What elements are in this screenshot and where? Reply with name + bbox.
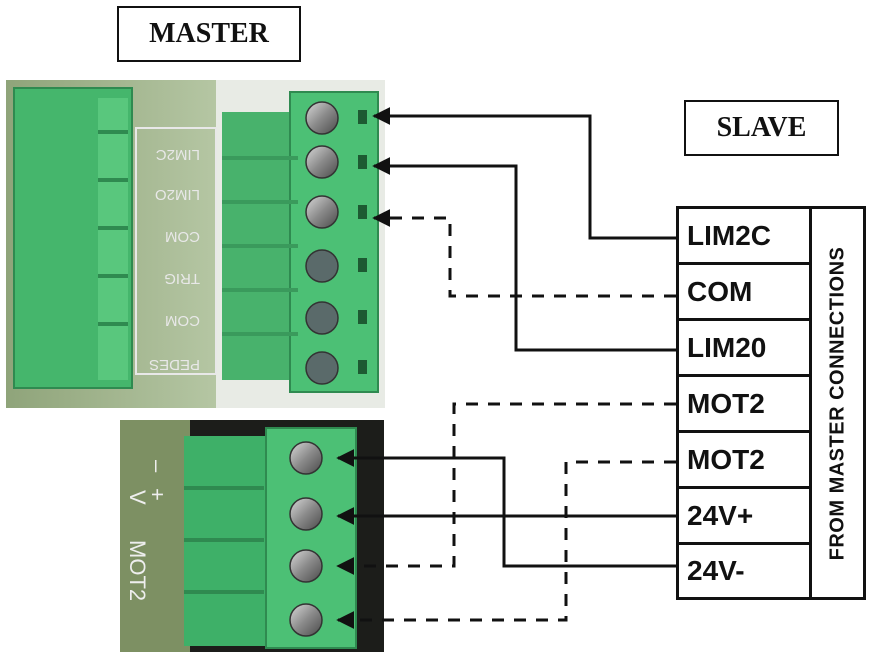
photo-label-minus: – xyxy=(145,460,170,473)
terminal-mot2-b: MOT2 xyxy=(679,433,812,489)
wire-24v-minus xyxy=(336,449,676,568)
slave-title: SLAVE xyxy=(684,100,839,156)
photo-label-com: COM xyxy=(165,228,200,245)
wire-lim2c xyxy=(372,107,676,240)
terminal-24v-minus: 24V- xyxy=(679,545,812,597)
upper-screws xyxy=(305,101,339,385)
wire-mot2-a xyxy=(336,402,676,575)
photo-label-pedes: PEDES xyxy=(149,356,200,373)
master-title: MASTER xyxy=(117,6,301,62)
upper-photo-labels: LIM2C LIM2O COM TRIG COM PEDES xyxy=(149,146,200,373)
terminal-24v-plus: 24V+ xyxy=(679,489,812,545)
from-master-connections-label: FROM MASTER CONNECTIONS xyxy=(826,246,848,560)
wire-mot2-b xyxy=(336,460,676,629)
lower-screws xyxy=(289,441,323,637)
photo-label-com-2: COM xyxy=(165,312,200,329)
upper-connector-photo: LIM2C LIM2O COM TRIG COM PEDES xyxy=(6,80,385,408)
photo-label-v: V xyxy=(125,490,150,505)
photo-label-lim2c: LIM2C xyxy=(156,146,200,163)
photo-label-plus: + xyxy=(145,488,170,501)
photo-label-lim2o: LIM2O xyxy=(155,186,200,203)
side-label-container: FROM MASTER CONNECTIONS xyxy=(812,209,863,597)
terminal-com: COM xyxy=(679,265,812,321)
lower-photo-labels: – + V MOT2 xyxy=(125,460,170,601)
terminal-mot2-a: MOT2 xyxy=(679,377,812,433)
lower-connector-photo: – + V MOT2 xyxy=(120,420,384,652)
wire-com xyxy=(372,209,676,298)
photo-label-mot2: MOT2 xyxy=(125,540,150,601)
terminal-lim20: LIM20 xyxy=(679,321,812,377)
solid-wires xyxy=(336,107,676,568)
photo-label-trig: TRIG xyxy=(164,270,200,287)
wire-lim20 xyxy=(372,157,676,352)
terminal-lim2c: LIM2C xyxy=(679,209,812,265)
dashed-wires xyxy=(336,209,676,629)
slave-terminal-block: LIM2C COM LIM20 MOT2 MOT2 24V+ 24V- FROM… xyxy=(676,206,866,600)
